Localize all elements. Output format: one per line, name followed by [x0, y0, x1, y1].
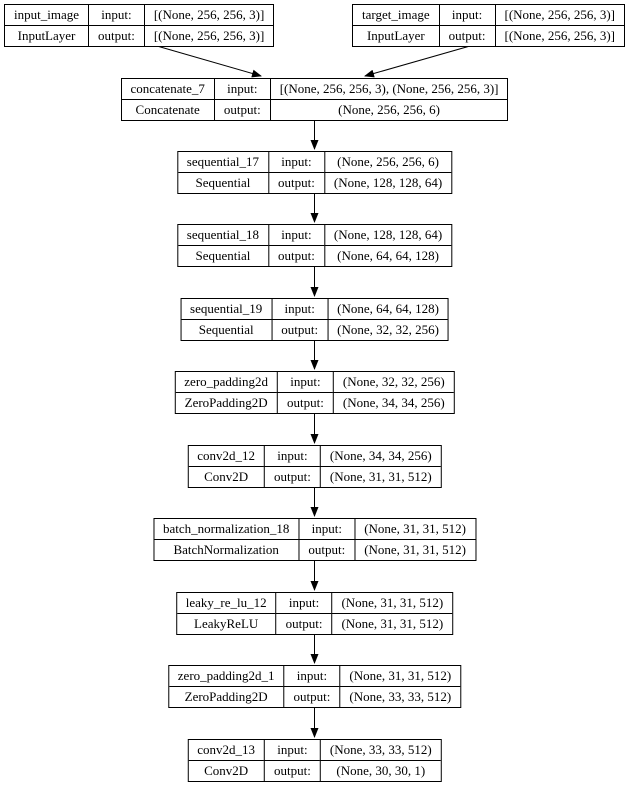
input-label: input:: [277, 372, 333, 392]
layer-node-leaky_re_lu_12: leaky_re_lu_12 input: (None, 31, 31, 512…: [175, 592, 454, 635]
output-shape: [(None, 256, 256, 3)]: [494, 25, 624, 46]
layer-node-concatenate_7: concatenate_7 input: [(None, 256, 256, 3…: [120, 78, 509, 121]
input-label: input:: [438, 5, 495, 25]
output-shape: (None, 256, 256, 6): [269, 99, 508, 120]
layer-name: conv2d_12: [197, 448, 256, 463]
layer-name: zero_padding2d_1: [177, 668, 275, 683]
output-label: output:: [264, 760, 320, 781]
input-shape: (None, 256, 256, 6): [323, 152, 451, 172]
output-shape: (None, 30, 30, 1): [319, 760, 441, 781]
layer-node-sequential_17: sequential_17 input: (None, 256, 256, 6)…: [176, 151, 453, 194]
layer-type: Concatenate: [121, 99, 214, 120]
layer-name: batch_normalization_18: [162, 521, 290, 536]
layer-name: concatenate_7: [130, 81, 205, 96]
layer-node-zero_padding2d_1: zero_padding2d_1 input: (None, 31, 31, 5…: [167, 665, 462, 708]
layer-type: BatchNormalization: [153, 539, 299, 560]
layer-node-sequential_19: sequential_19 input: (None, 64, 64, 128)…: [180, 298, 449, 341]
layer-name: sequential_19: [190, 301, 263, 316]
input-label: input:: [264, 740, 320, 760]
layer-type: Conv2D: [188, 466, 265, 487]
layer-name: input_image: [14, 7, 79, 22]
output-label: output:: [277, 392, 333, 413]
layer-node-conv2d_13: conv2d_13 input: (None, 33, 33, 512) Con…: [187, 739, 442, 782]
output-shape: (None, 32, 32, 256): [327, 319, 448, 340]
output-label: output:: [283, 686, 340, 707]
output-label: output:: [268, 245, 324, 266]
input-shape: (None, 33, 33, 512): [319, 740, 441, 760]
layer-node-target_image: target_image input: [(None, 256, 256, 3)…: [352, 4, 625, 47]
input-shape: [(None, 256, 256, 3)]: [143, 5, 273, 25]
input-shape: (None, 128, 128, 64): [323, 225, 451, 245]
layer-node-conv2d_12: conv2d_12 input: (None, 34, 34, 256) Con…: [187, 445, 442, 488]
layer-name: leaky_re_lu_12: [185, 595, 267, 610]
output-label: output:: [271, 319, 328, 340]
input-label: input:: [264, 446, 320, 466]
layer-node-sequential_18: sequential_18 input: (None, 128, 128, 64…: [176, 224, 453, 267]
layer-type: Sequential: [181, 319, 272, 340]
input-shape: (None, 64, 64, 128): [327, 299, 448, 319]
output-label: output:: [275, 613, 332, 634]
layer-type: InputLayer: [353, 25, 439, 46]
output-label: output:: [264, 466, 320, 487]
layer-name: target_image: [362, 7, 430, 22]
layer-name: conv2d_13: [197, 742, 256, 757]
layer-name: sequential_18: [186, 227, 260, 242]
edge-arrow: [364, 45, 471, 78]
layer-node-batch_normalization_18: batch_normalization_18 input: (None, 31,…: [152, 518, 477, 561]
input-shape: (None, 31, 31, 512): [339, 666, 460, 686]
input-label: input:: [298, 519, 354, 539]
layer-type: Conv2D: [188, 760, 265, 781]
output-shape: (None, 64, 64, 128): [323, 245, 452, 266]
input-shape: (None, 34, 34, 256): [319, 446, 441, 466]
output-label: output:: [268, 172, 324, 193]
output-label: output:: [438, 25, 495, 46]
layer-type: Sequential: [177, 172, 269, 193]
output-shape: (None, 33, 33, 512): [339, 686, 461, 707]
input-label: input:: [271, 299, 327, 319]
output-label: output:: [88, 25, 144, 46]
layer-type: Sequential: [177, 245, 269, 266]
input-label: input:: [268, 152, 324, 172]
layer-node-input_image: input_image input: [(None, 256, 256, 3)]…: [4, 4, 275, 47]
output-shape: (None, 31, 31, 512): [354, 539, 476, 560]
input-label: input:: [88, 5, 144, 25]
output-label: output:: [213, 99, 270, 120]
input-label: input:: [213, 79, 270, 99]
output-shape: (None, 34, 34, 256): [332, 392, 454, 413]
layer-type: ZeroPadding2D: [168, 686, 284, 707]
output-shape: (None, 31, 31, 512): [319, 466, 441, 487]
input-label: input:: [268, 225, 324, 245]
output-shape: (None, 128, 128, 64): [323, 172, 452, 193]
layer-node-zero_padding2d: zero_padding2d input: (None, 32, 32, 256…: [174, 371, 455, 414]
input-label: input:: [275, 593, 332, 613]
layer-type: InputLayer: [5, 25, 88, 46]
input-shape: (None, 31, 31, 512): [354, 519, 475, 539]
output-shape: (None, 31, 31, 512): [331, 613, 453, 634]
edge-arrow: [156, 45, 262, 78]
input-shape: [(None, 256, 256, 3)]: [494, 5, 624, 25]
layer-type: ZeroPadding2D: [175, 392, 278, 413]
input-shape: (None, 32, 32, 256): [332, 372, 454, 392]
layer-type: LeakyReLU: [176, 613, 276, 634]
input-label: input:: [283, 666, 340, 686]
input-shape: [(None, 256, 256, 3), (None, 256, 256, 3…: [269, 79, 508, 99]
output-shape: [(None, 256, 256, 3)]: [143, 25, 274, 46]
input-shape: (None, 31, 31, 512): [331, 593, 452, 613]
output-label: output:: [298, 539, 355, 560]
layer-name: zero_padding2d: [184, 374, 269, 389]
layer-name: sequential_17: [186, 154, 260, 169]
